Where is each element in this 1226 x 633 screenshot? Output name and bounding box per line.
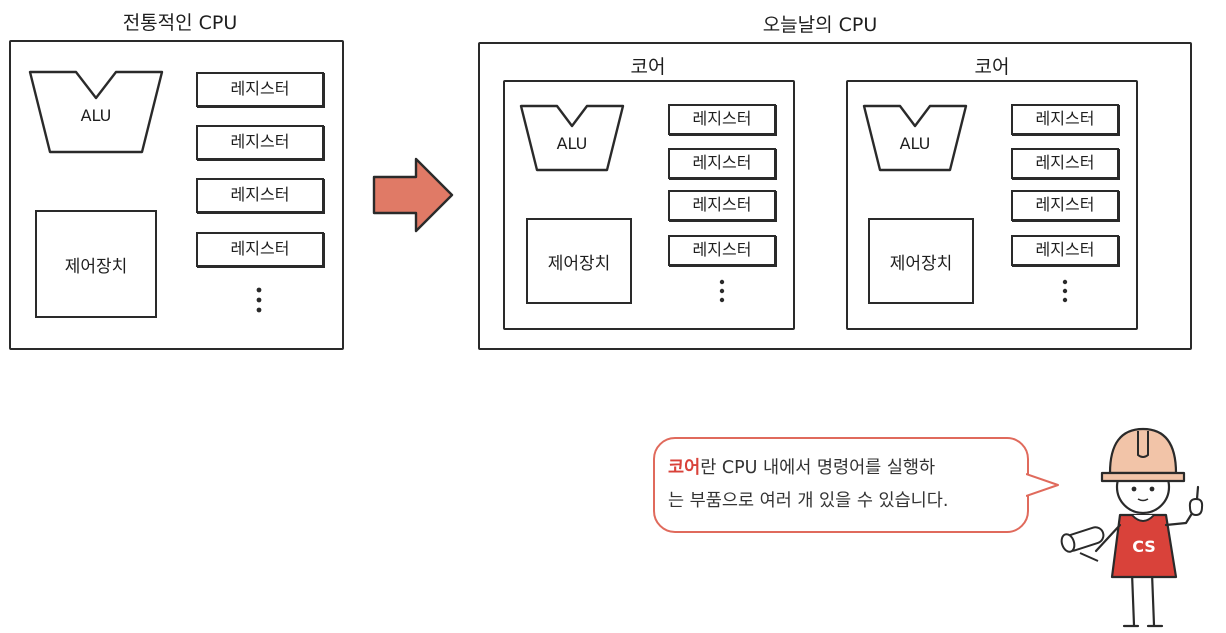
register: 레지스터 xyxy=(668,235,776,266)
alu-unit: ALU xyxy=(28,70,164,154)
traditional-cpu-box xyxy=(9,40,344,350)
core-box xyxy=(503,80,795,330)
register: 레지스터 xyxy=(668,190,776,221)
alu-unit: ALU xyxy=(519,104,625,172)
register: 레지스터 xyxy=(196,232,324,267)
alu-unit: ALU xyxy=(862,104,968,172)
core-box xyxy=(846,80,1138,330)
register: 레지스터 xyxy=(668,104,776,135)
alu-label: ALU xyxy=(899,134,931,153)
speech-text: 코어란 CPU 내에서 명령어를 실행하 는 부품으로 여러 개 있을 수 있습… xyxy=(668,452,1023,518)
register: 레지스터 xyxy=(196,178,324,213)
register: 레지스터 xyxy=(196,72,324,107)
register: 레지스터 xyxy=(1011,148,1119,179)
register: 레지스터 xyxy=(1011,190,1119,221)
speech-highlight: 코어 xyxy=(668,458,701,478)
transition-arrow-icon xyxy=(372,157,454,233)
alu-shape-icon xyxy=(862,104,968,172)
more-registers-ellipsis xyxy=(1062,279,1068,303)
alu-label: ALU xyxy=(80,106,112,125)
register: 레지스터 xyxy=(1011,235,1119,266)
core-title: 코어 xyxy=(974,56,1010,78)
register: 레지스터 xyxy=(1011,104,1119,135)
core-title: 코어 xyxy=(630,56,666,78)
speech-line-1: 코어란 CPU 내에서 명령어를 실행하 xyxy=(668,452,1023,485)
speech-line-2: 는 부품으로 여러 개 있을 수 있습니다. xyxy=(668,491,949,511)
traditional-cpu-title: 전통적인 CPU xyxy=(122,12,238,34)
alu-shape-icon xyxy=(28,70,164,154)
modern-cpu-title: 오늘날의 CPU xyxy=(762,14,878,36)
control-unit: 제어장치 xyxy=(35,210,157,318)
alu-label: ALU xyxy=(556,134,588,153)
mascot-shirt-text: CS xyxy=(1132,537,1156,556)
more-registers-ellipsis xyxy=(256,287,262,313)
alu-shape-icon xyxy=(519,104,625,172)
speech-bubble-tail-icon xyxy=(1026,473,1059,497)
control-unit: 제어장치 xyxy=(526,218,632,304)
register: 레지스터 xyxy=(196,125,324,160)
modern-cpu-box xyxy=(478,42,1192,350)
mascot-character-icon: CS xyxy=(1060,427,1204,628)
more-registers-ellipsis xyxy=(719,279,725,303)
speech-line-1-rest: 란 CPU 내에서 명령어를 실행하 xyxy=(700,458,936,478)
register: 레지스터 xyxy=(668,148,776,179)
speech-bubble xyxy=(653,437,1029,533)
control-unit: 제어장치 xyxy=(868,218,974,304)
